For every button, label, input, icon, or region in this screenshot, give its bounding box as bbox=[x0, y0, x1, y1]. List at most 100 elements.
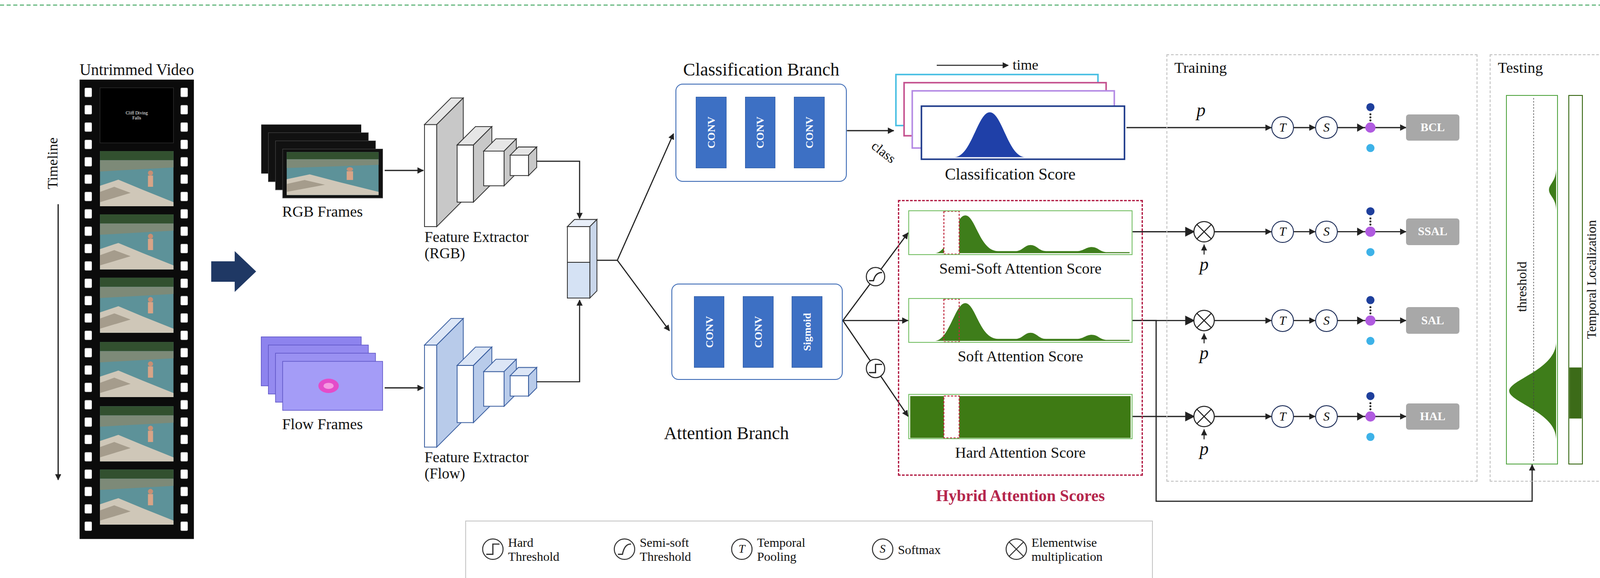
feature-concat bbox=[596, 259, 618, 261]
node-text: CONV bbox=[703, 315, 715, 348]
loss-box: HAL bbox=[1406, 403, 1459, 430]
loss-box: SSAL bbox=[1406, 218, 1459, 246]
legend-text: Temporal Pooling bbox=[756, 535, 816, 564]
conv-layer: CONV bbox=[745, 96, 776, 169]
multiply-symbol bbox=[1196, 409, 1212, 424]
node-text: SSAL bbox=[1417, 225, 1448, 239]
flow-arrow bbox=[211, 250, 256, 292]
class-probability-dots bbox=[1366, 143, 1375, 152]
connector bbox=[1293, 231, 1316, 233]
film-strip-art bbox=[99, 87, 174, 143]
connector bbox=[384, 169, 424, 172]
attention-curve bbox=[943, 396, 960, 439]
film-strip-art bbox=[99, 214, 174, 270]
class-probability-dots bbox=[1369, 220, 1372, 223]
class-probability-dots bbox=[1366, 432, 1375, 441]
class-probability-dots bbox=[1365, 226, 1376, 237]
node-text: Training bbox=[1174, 59, 1228, 76]
connector bbox=[846, 130, 894, 132]
node-text: RGB Frames bbox=[282, 202, 364, 220]
class-probability-dots bbox=[1369, 223, 1372, 226]
conv-layer: CONV bbox=[742, 296, 774, 368]
symbol-label: p bbox=[1199, 254, 1209, 275]
node-text: S bbox=[1323, 409, 1330, 424]
class-probability-dots bbox=[1365, 411, 1376, 422]
legend-icon bbox=[482, 538, 504, 560]
frame-stack: Flow Frames bbox=[260, 334, 385, 413]
class-probability-dots bbox=[1357, 103, 1376, 441]
time-axis bbox=[936, 64, 1009, 66]
legend-text: Hard Threshold bbox=[508, 535, 570, 564]
conv-layer: Sigmoid bbox=[791, 296, 823, 368]
threshold-symbol bbox=[869, 272, 882, 281]
multiply-symbol bbox=[1185, 316, 1195, 325]
attention-curve bbox=[943, 298, 960, 342]
threshold-curve bbox=[1509, 98, 1557, 463]
attention-curve bbox=[943, 211, 960, 255]
film-strip-art bbox=[82, 83, 95, 536]
class-probability-dots bbox=[1366, 336, 1375, 345]
frame-stack: RGB Frames bbox=[260, 122, 385, 201]
node-text: Feature Extractor (Flow) bbox=[424, 448, 561, 482]
node-text: T bbox=[1279, 120, 1287, 135]
axis-label: Timeline bbox=[45, 137, 62, 189]
threshold-panel: threshold bbox=[1505, 94, 1558, 465]
class-probability-dots bbox=[1369, 312, 1372, 315]
node-text: CONV bbox=[752, 315, 765, 348]
timeline-arrow bbox=[57, 203, 59, 480]
operator-circle: S bbox=[1315, 405, 1338, 428]
film-strip-art bbox=[99, 277, 174, 333]
threshold-curve bbox=[1509, 98, 1582, 463]
legend-icon bbox=[486, 543, 500, 555]
connector bbox=[1126, 127, 1272, 129]
class-probability-dots bbox=[1365, 122, 1376, 133]
threshold-symbol bbox=[866, 267, 885, 378]
operator-circle: S bbox=[1315, 116, 1338, 139]
loss-box: BCL bbox=[1406, 114, 1459, 142]
multiply-symbol bbox=[1196, 224, 1212, 240]
flow-frames-art bbox=[323, 382, 334, 389]
node-text: Testing bbox=[1497, 59, 1544, 76]
film-strip-art bbox=[79, 79, 194, 539]
class-probability-dots bbox=[1369, 306, 1372, 309]
operator-circle: T bbox=[1271, 220, 1294, 244]
axis-label: time bbox=[1012, 57, 1039, 74]
threshold-symbol bbox=[866, 267, 885, 286]
threshold-curve bbox=[1569, 367, 1582, 419]
legend-icon bbox=[614, 538, 635, 560]
operator-circle: S bbox=[1315, 309, 1338, 332]
multiply-symbol bbox=[1196, 409, 1212, 424]
feature-concat bbox=[617, 133, 674, 261]
multiply-symbol bbox=[1194, 221, 1215, 242]
class-score-stack bbox=[924, 112, 1122, 157]
cnn-shape bbox=[424, 318, 537, 447]
node-text: Classification Score bbox=[944, 165, 1076, 184]
legend-icon bbox=[1009, 541, 1024, 557]
loss-box: SAL bbox=[1406, 306, 1459, 334]
class-probability-dots bbox=[1369, 116, 1372, 119]
illustration bbox=[0, 4, 1600, 539]
node-text: Temporal Localization bbox=[1584, 220, 1600, 340]
multiply-symbol bbox=[1203, 245, 1205, 255]
feature-concat bbox=[536, 161, 580, 219]
legend-icon bbox=[1005, 538, 1027, 560]
multiply-symbol bbox=[1196, 313, 1212, 328]
group-box: Hybrid Attention ScoresSemi-Soft Attenti… bbox=[897, 199, 1143, 476]
class-probability-dots bbox=[1366, 391, 1375, 401]
connector bbox=[1293, 127, 1316, 129]
operator-circle: T bbox=[1271, 309, 1294, 332]
rgb-frames-art bbox=[286, 151, 379, 195]
class-probability-dots bbox=[1369, 408, 1372, 411]
rgb-frames-art bbox=[261, 124, 383, 199]
multiply-symbol bbox=[1203, 429, 1205, 439]
film-strip-art bbox=[178, 83, 191, 536]
node-text: Semi-Soft Attention Score bbox=[939, 259, 1102, 277]
feature-concat bbox=[589, 219, 598, 298]
legend-icon bbox=[618, 543, 631, 555]
feature-concat bbox=[567, 226, 590, 263]
threshold-curve bbox=[1533, 98, 1534, 462]
feature-concat bbox=[567, 262, 590, 298]
symbol-label: p bbox=[1196, 100, 1206, 121]
feature-concat bbox=[617, 260, 670, 331]
node-text: CONV bbox=[754, 116, 766, 149]
